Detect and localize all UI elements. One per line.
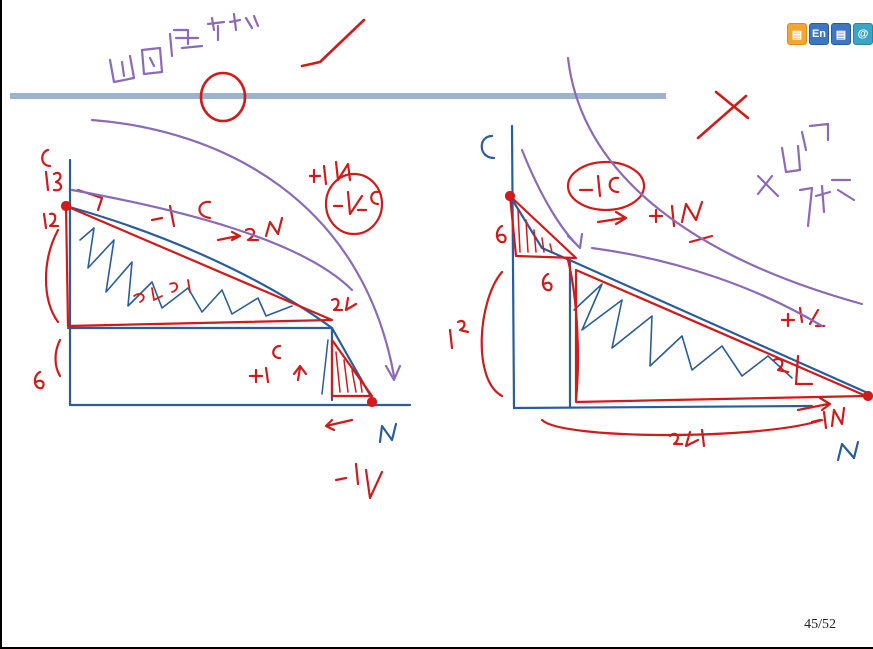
left-susu <box>133 279 191 303</box>
left-mid-line <box>66 326 334 402</box>
right-brace-left <box>480 270 504 398</box>
left-brace <box>44 228 60 324</box>
right-red-triangle <box>574 268 868 404</box>
right-diagram <box>448 56 873 462</box>
right-plus-one-n <box>648 200 704 228</box>
cross-mark <box>696 90 750 140</box>
right-chinese-note <box>756 122 856 228</box>
left-label-6 <box>33 370 45 390</box>
left-purple-inner-arc <box>70 188 354 292</box>
left-point-bottom <box>366 396 378 408</box>
right-red-small-hatch <box>517 209 553 253</box>
right-arrow-bottom <box>796 396 832 412</box>
right-n-label <box>836 440 860 462</box>
right-arrow-mid <box>596 210 628 226</box>
right-blue-hatch <box>573 283 793 379</box>
left-diagram <box>33 12 412 500</box>
left-point-top <box>60 200 72 212</box>
english-button[interactable]: En <box>809 23 829 45</box>
circle-zero <box>199 71 247 123</box>
right-point-top <box>504 190 516 202</box>
left-label-18 <box>44 170 63 192</box>
document-button[interactable]: ▤ <box>831 23 851 45</box>
left-label-12 <box>42 212 60 230</box>
left-c-label <box>198 200 212 220</box>
right-minus-c <box>578 174 620 198</box>
right-label-24 <box>668 428 706 448</box>
right-red-curve-left <box>566 258 580 402</box>
right-brace-bottom <box>540 418 824 437</box>
right-label-12 <box>448 319 470 350</box>
left-chinese-note <box>108 12 260 84</box>
left-n-label <box>264 216 284 238</box>
left-left-arrow <box>324 418 354 432</box>
right-x-axis <box>512 404 814 410</box>
left-n-axis <box>378 422 398 444</box>
left-purple-outer-arc <box>90 118 402 382</box>
left-minus-one <box>150 204 176 228</box>
right-purple-arc-2 <box>590 246 824 328</box>
left-up-arrow <box>292 364 308 382</box>
floating-toolbar: ▤ En ▤ @ <box>787 23 873 45</box>
left-arrow-2 <box>216 227 260 242</box>
left-minus-one-n <box>334 462 384 500</box>
right-circle-minus-c <box>566 160 646 212</box>
left-blue-hatch <box>79 227 293 317</box>
right-red-small-triangle <box>508 194 578 260</box>
right-point-end <box>862 390 873 402</box>
right-c-label <box>480 134 496 160</box>
left-axis-label-c <box>41 148 52 168</box>
left-circle-half-c <box>324 172 384 236</box>
right-label-6-mid <box>541 272 553 292</box>
left-blue-curve <box>64 204 376 404</box>
document-icon: ▤ <box>835 28 847 41</box>
right-bracket <box>794 354 814 386</box>
right-label-6-top <box>495 224 507 244</box>
left-half-c <box>332 190 380 216</box>
left-label-24 <box>330 296 358 312</box>
left-red-lower-hatch <box>335 351 363 393</box>
checkmark <box>300 18 366 68</box>
title-rule <box>10 93 666 99</box>
right-purple-outer-arc <box>566 56 864 306</box>
right-label-2 <box>772 357 790 374</box>
right-minus-one-n <box>810 406 846 430</box>
english-label: En <box>811 28 827 40</box>
notes-icon: ▤ <box>791 28 803 41</box>
notes-button[interactable]: ▤ <box>787 23 807 45</box>
left-blue-hatch-small <box>321 339 329 395</box>
left-plus-one-c <box>248 344 282 384</box>
settings-button[interactable]: @ <box>853 23 873 45</box>
left-red-triangle <box>64 204 334 328</box>
at-icon: @ <box>857 28 869 40</box>
right-purple-inner-arc <box>520 148 584 250</box>
right-y-axis <box>510 124 516 410</box>
left-red-lower <box>330 338 374 398</box>
page-number: 45/52 <box>804 617 836 632</box>
left-brace-lower <box>54 338 62 378</box>
left-plus-one-n <box>308 160 352 186</box>
